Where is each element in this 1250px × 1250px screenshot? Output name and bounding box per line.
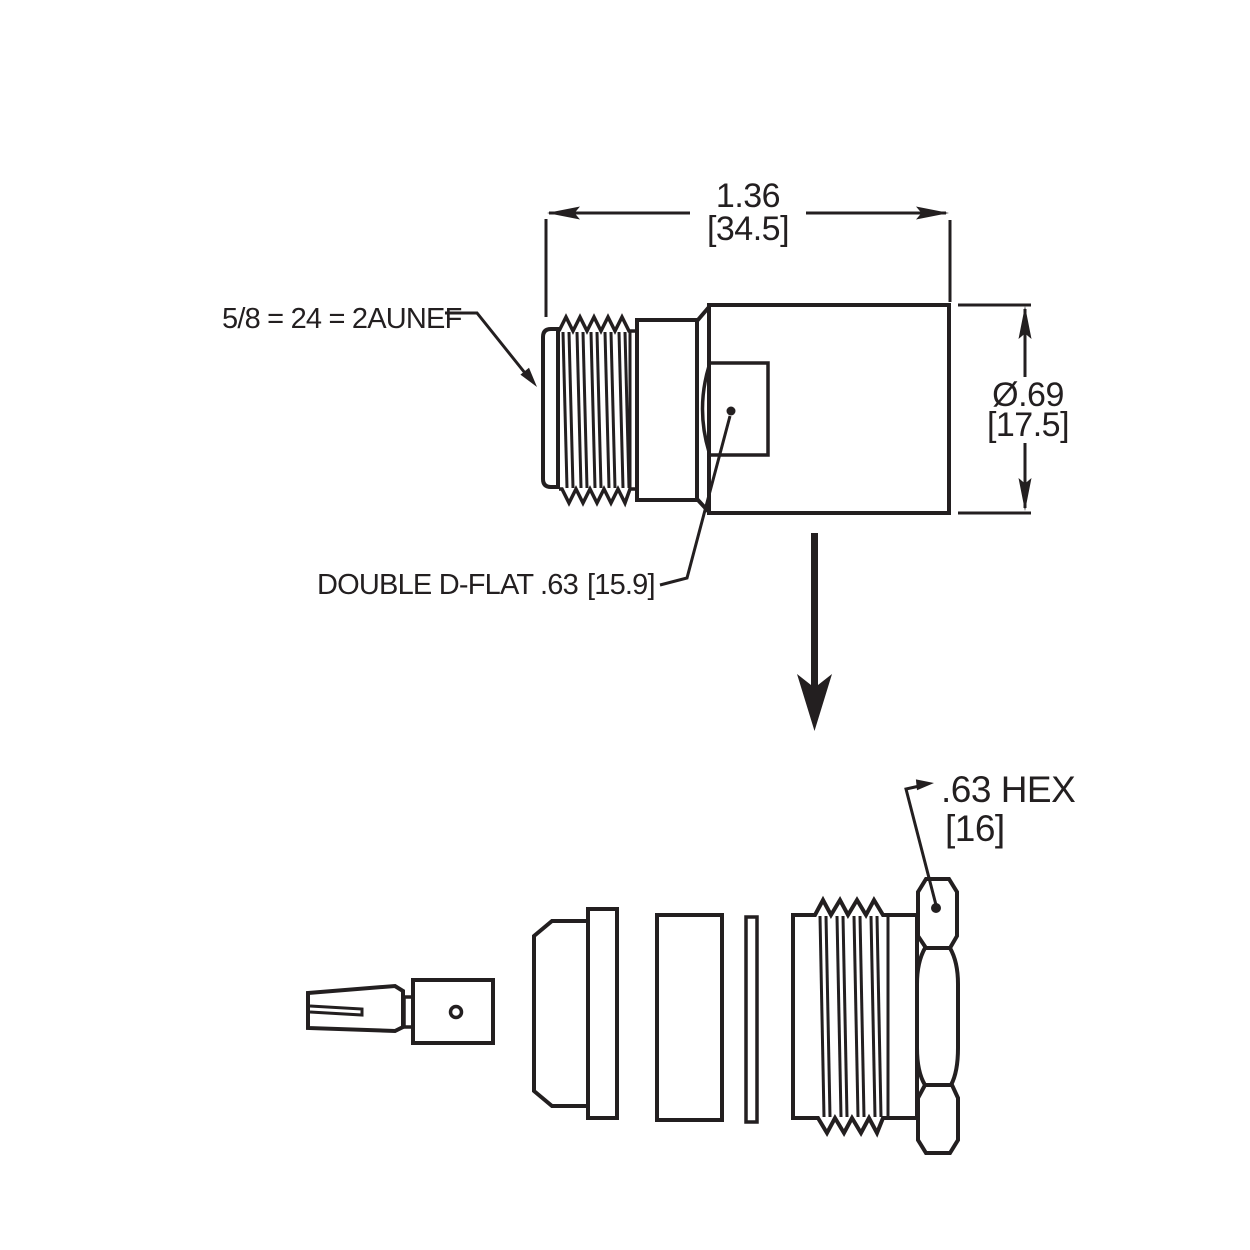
threaded-body xyxy=(791,895,919,1138)
d-flat-arc xyxy=(700,365,711,453)
insulator-spacer xyxy=(655,913,724,1122)
length-inches: 1.36 xyxy=(716,177,780,215)
hex-leader-dot xyxy=(931,903,941,913)
washer xyxy=(744,915,759,1124)
hex-facet-top xyxy=(916,877,959,950)
hex-callout-arrowhead xyxy=(915,779,934,791)
d-flat-leader xyxy=(659,415,732,587)
contact-hole xyxy=(448,1004,464,1020)
hex-millimeters: [16] xyxy=(945,808,1005,849)
arrowhead-left xyxy=(547,206,580,220)
contact-slot xyxy=(309,1004,364,1017)
ferrule-flange xyxy=(586,907,619,1120)
hex-facet-middle xyxy=(915,946,960,1087)
length-millimeters: [34.5] xyxy=(707,210,789,248)
thread-end-cap xyxy=(541,327,560,489)
thread-profile-bottom xyxy=(559,485,637,508)
collar xyxy=(635,318,699,502)
thread-callout-arrowhead xyxy=(520,367,537,387)
hex-nut xyxy=(915,877,960,1155)
diameter-inches: Ø.69 xyxy=(992,376,1064,414)
connector-body xyxy=(707,303,951,515)
clamp-ferrule xyxy=(532,907,619,1120)
contact-head xyxy=(411,978,495,1045)
thread-flank-lines xyxy=(561,331,632,489)
hex-label: .63 HEX xyxy=(941,769,1075,810)
hex-facet-bottom xyxy=(916,1083,960,1155)
arrowhead-down xyxy=(1018,478,1032,511)
connector-side-view xyxy=(541,303,951,515)
arrowhead-up xyxy=(1018,306,1032,339)
ferrule-body xyxy=(532,919,590,1108)
d-flat-label: DOUBLE D-FLAT .63 xyxy=(317,569,578,601)
d-flat-leader-dot xyxy=(726,406,736,416)
threaded-body-flank-lines xyxy=(818,915,890,1118)
arrowhead-right xyxy=(916,206,949,220)
thread-callout: 5/8 = 24 = 2AUNEF xyxy=(222,303,537,387)
hex-callout: .63 HEX [16] xyxy=(904,769,1076,906)
length-dimension: 1.36 [34.5] xyxy=(544,177,952,317)
down-arrow-icon xyxy=(797,533,832,731)
d-flat-window xyxy=(707,361,770,457)
d-flat-millimeters: [15.9] xyxy=(587,569,655,601)
thread-callout-label: 5/8 = 24 = 2AUNEF xyxy=(222,303,462,335)
thread-callout-leader xyxy=(445,311,531,379)
exploded-view: .63 HEX [16] xyxy=(306,769,1076,1155)
side-view: 1.36 [34.5] Ø.69 [17.5] 5/8 = 24 = 2AUNE… xyxy=(222,177,1070,601)
diameter-dimension: Ø.69 [17.5] xyxy=(958,303,1070,515)
thread-profile-top xyxy=(557,313,637,335)
d-flat-callout: DOUBLE D-FLAT .63 [15.9] xyxy=(317,415,732,601)
center-contact xyxy=(306,978,495,1045)
diameter-millimeters: [17.5] xyxy=(987,406,1069,444)
